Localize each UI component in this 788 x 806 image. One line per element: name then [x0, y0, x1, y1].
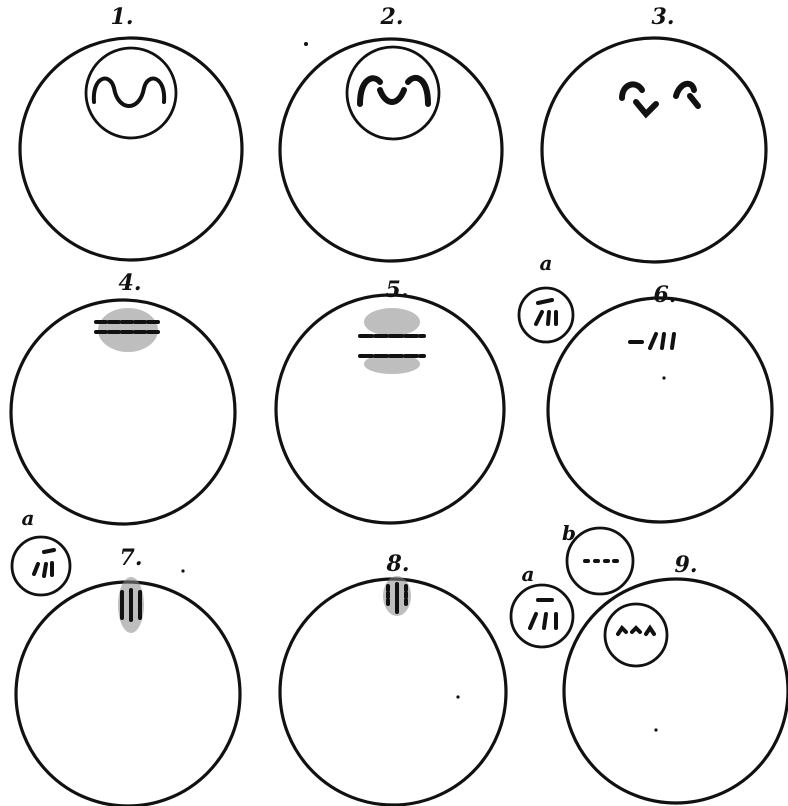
figure-7: 7. a — [12, 506, 240, 806]
figure-9-inset-a: a — [511, 562, 573, 647]
figure-3: 3. — [542, 4, 766, 262]
figure-5-label: 5. — [386, 277, 409, 303]
figure-6-granule — [662, 376, 665, 379]
figure-6-cell — [548, 298, 772, 522]
figure-4-label: 4. — [119, 270, 142, 296]
figure-9-inset-b: b — [562, 521, 633, 594]
figure-3-cell — [542, 38, 766, 262]
figure-6-inset-a-circle — [519, 288, 573, 342]
figure-7-inset-a: a — [12, 506, 70, 595]
figure-3-chromosome — [690, 96, 698, 106]
figure-5-spindle-upper — [364, 308, 420, 336]
figure-9-chromosomes — [618, 628, 654, 634]
figure-6-inset-a: a — [519, 251, 573, 342]
figure-3-label: 3. — [652, 4, 675, 30]
figure-9-cell — [564, 579, 788, 803]
figure-9-inset-a-circle — [511, 585, 573, 647]
figure-8: 8. — [280, 551, 506, 805]
figure-1-chromatin-thread — [94, 79, 164, 106]
figure-7-inset-a-label: a — [22, 506, 35, 530]
figure-1-label: 1. — [111, 4, 134, 30]
figure-7-granule — [181, 569, 184, 572]
figure-9-inset-a-label: a — [522, 562, 535, 586]
figure-2-chromosome-segment — [408, 78, 428, 104]
figure-2-chromosome-segment — [380, 90, 404, 102]
figure-1: 1. — [20, 4, 242, 260]
figure-6-label: 6. — [654, 282, 677, 308]
figure-5: 5. — [276, 277, 504, 523]
figure-6-chromosomes — [630, 334, 674, 348]
figure-4: 4. — [11, 270, 235, 524]
figure-9-granule — [654, 728, 657, 731]
figure-6-inset-a-label: a — [540, 251, 553, 275]
figure-3-chromosome — [622, 84, 642, 98]
stray-speck — [304, 42, 308, 46]
figure-7-inset-a-circle — [12, 537, 70, 595]
figure-3-chromosome — [636, 102, 656, 114]
figure-2: 2. — [280, 4, 502, 261]
figure-1-cell — [20, 38, 242, 260]
figure-6: 6. a — [519, 251, 772, 522]
figure-9: 9. a b — [511, 521, 788, 803]
figure-2-chromosome-segment — [360, 78, 380, 104]
figure-8-label: 8. — [386, 551, 410, 577]
figure-9-nucleus — [605, 604, 667, 666]
figure-2-label: 2. — [380, 4, 404, 30]
figure-2-cell — [280, 39, 502, 261]
figure-9-label: 9. — [675, 552, 698, 578]
figure-7-label: 7. — [120, 545, 143, 571]
figure-8-granule — [456, 695, 459, 698]
